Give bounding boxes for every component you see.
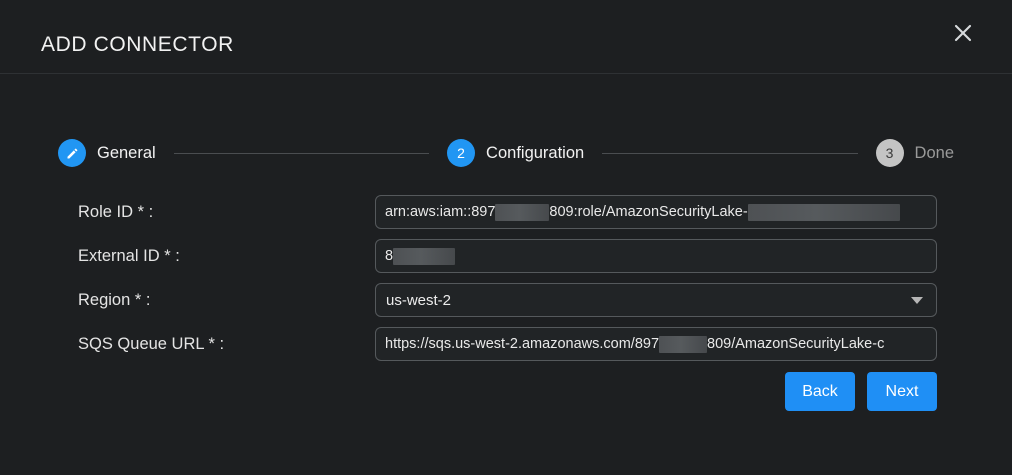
- role-id-input[interactable]: arn:aws:iam::897 809:role/AmazonSecurity…: [375, 195, 937, 229]
- external-id-value-prefix: 8: [385, 247, 394, 264]
- stepper-connector-2: [602, 152, 858, 154]
- form-row-sqs-queue-url: SQS Queue URL * : https://sqs.us-west-2.…: [0, 322, 1012, 366]
- external-id-input[interactable]: 8: [375, 239, 937, 273]
- sqs-value-prefix: https://sqs.us-west-2.amazonaws.com/897: [385, 335, 660, 352]
- role-id-label: Role ID * :: [78, 202, 154, 221]
- role-id-value-middle: 809:role/AmazonSecurityLake-: [549, 203, 748, 220]
- chevron-down-icon: [911, 296, 923, 304]
- step-configuration[interactable]: 2 Configuration: [447, 139, 584, 167]
- step-configuration-circle: 2: [447, 139, 476, 167]
- sqs-queue-url-input[interactable]: https://sqs.us-west-2.amazonaws.com/897 …: [375, 327, 937, 361]
- back-button[interactable]: Back: [785, 372, 855, 411]
- close-icon[interactable]: [948, 18, 978, 48]
- stepper-connector-1: [173, 152, 430, 154]
- step-done-label: Done: [914, 143, 954, 162]
- form-row-region: Region * : us-west-2: [0, 278, 1012, 322]
- region-label: Region * :: [78, 290, 151, 309]
- external-id-label: External ID * :: [78, 246, 180, 265]
- step-general-label: General: [97, 143, 156, 162]
- external-id-value: 8: [376, 247, 456, 265]
- step-configuration-label: Configuration: [486, 143, 585, 162]
- wizard-stepper: General 2 Configuration 3 Done: [58, 139, 954, 167]
- next-button[interactable]: Next: [867, 372, 937, 411]
- pencil-icon: [65, 146, 80, 161]
- dialog-footer: Back Next: [0, 372, 1012, 411]
- region-selected-value: us-west-2: [386, 291, 452, 309]
- redaction-block: [393, 247, 456, 265]
- redaction-block: [747, 203, 900, 221]
- role-id-value-prefix: arn:aws:iam::897: [385, 203, 496, 220]
- redaction-block: [495, 203, 550, 221]
- page-title: ADD CONNECTOR: [41, 33, 234, 56]
- sqs-value-middle: 809/AmazonSecurityLake-c: [707, 335, 885, 352]
- step-done[interactable]: 3 Done: [875, 139, 954, 167]
- sqs-queue-url-value: https://sqs.us-west-2.amazonaws.com/897 …: [376, 335, 885, 353]
- step-general-circle: [58, 139, 86, 167]
- form-row-external-id: External ID * : 8: [0, 234, 1012, 278]
- step-general[interactable]: General: [58, 139, 156, 167]
- step-done-circle: 3: [875, 139, 904, 167]
- form-row-role-id: Role ID * : arn:aws:iam::897 809:role/Am…: [0, 190, 1012, 234]
- dialog-header: ADD CONNECTOR: [0, 0, 1012, 74]
- region-select[interactable]: us-west-2: [375, 283, 937, 317]
- role-id-value: arn:aws:iam::897 809:role/AmazonSecurity…: [376, 203, 900, 221]
- redaction-block: [659, 335, 708, 353]
- sqs-queue-url-label: SQS Queue URL * :: [78, 334, 225, 353]
- configuration-form: Role ID * : arn:aws:iam::897 809:role/Am…: [0, 190, 1012, 366]
